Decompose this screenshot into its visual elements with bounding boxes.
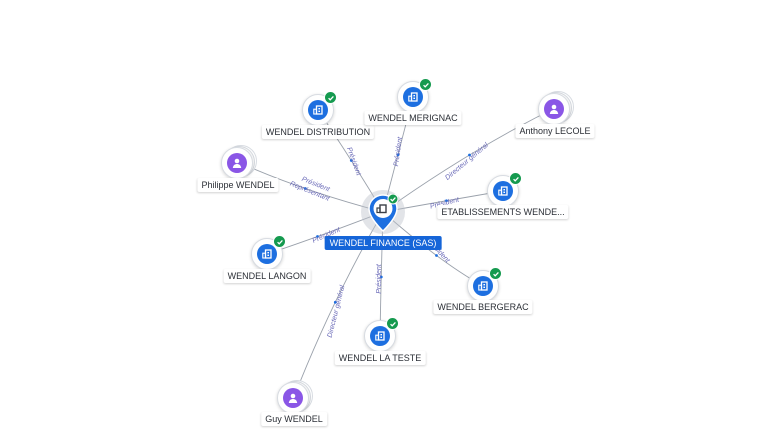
node-label-lecole[interactable]: Anthony LECOLE xyxy=(515,124,595,138)
node-etablissements[interactable] xyxy=(487,172,522,207)
node-halo xyxy=(467,267,502,302)
node-halo xyxy=(302,91,337,126)
company-avatar xyxy=(370,326,390,346)
edge-arrow-lecole xyxy=(468,153,471,157)
node-guy[interactable] xyxy=(277,380,313,414)
edge-arrow-guy xyxy=(333,300,337,304)
company-avatar xyxy=(493,181,513,201)
person-icon xyxy=(232,158,242,168)
node-merignac[interactable] xyxy=(397,78,432,113)
node-distribution[interactable] xyxy=(302,91,337,126)
building-icon xyxy=(376,204,387,214)
check-icon xyxy=(324,91,337,104)
person-stack xyxy=(538,91,574,125)
building-icon xyxy=(498,186,508,196)
node-halo xyxy=(538,93,570,125)
building-icon xyxy=(408,92,418,102)
check-icon xyxy=(273,235,286,248)
person-icon xyxy=(288,393,298,403)
node-halo xyxy=(364,317,399,352)
node-bergerac[interactable] xyxy=(467,267,502,302)
node-label-lateste[interactable]: WENDEL LA TESTE xyxy=(334,351,426,365)
node-label-merignac[interactable]: WENDEL MERIGNAC xyxy=(364,111,462,125)
person-icon xyxy=(549,104,559,114)
check-icon xyxy=(489,267,502,280)
edge-label-guy: Directeur général xyxy=(327,284,347,338)
building-icon xyxy=(478,281,488,291)
company-avatar xyxy=(308,100,328,120)
check-icon xyxy=(387,194,398,205)
location-pin-icon[interactable] xyxy=(368,194,398,232)
company-avatar xyxy=(473,276,493,296)
edge-arrow-philippe xyxy=(303,187,307,190)
node-label-distribution[interactable]: WENDEL DISTRIBUTION xyxy=(261,125,375,139)
node-label-etablissements[interactable]: ETABLISSEMENTS WENDE... xyxy=(437,205,569,219)
company-avatar xyxy=(403,87,423,107)
check-icon xyxy=(419,78,432,91)
node-lateste[interactable] xyxy=(364,317,399,352)
building-icon xyxy=(262,249,272,259)
center-node-label[interactable]: WENDEL FINANCE (SAS) xyxy=(324,236,442,250)
node-label-langon[interactable]: WENDEL LANGON xyxy=(223,269,311,283)
edge-arrow-bergerac xyxy=(435,254,438,257)
edge-arrow-etablissements xyxy=(445,199,448,203)
node-halo xyxy=(487,172,522,207)
node-label-bergerac[interactable]: WENDEL BERGERAC xyxy=(433,300,533,314)
node-langon[interactable] xyxy=(251,235,286,270)
node-halo xyxy=(221,147,253,179)
person-avatar xyxy=(227,153,247,173)
company-avatar xyxy=(257,244,277,264)
edge-label-distribution: Président xyxy=(345,146,362,177)
check-icon xyxy=(509,172,522,185)
edge-arrow-distribution xyxy=(349,159,353,162)
node-halo xyxy=(397,78,432,113)
edge-label-lateste: Président xyxy=(376,263,383,294)
edge-label-lecole: Directeur général xyxy=(444,142,490,182)
node-halo xyxy=(277,382,309,414)
building-icon xyxy=(313,105,323,115)
edge-arrow-merignac xyxy=(396,153,400,157)
node-label-philippe[interactable]: Philippe WENDEL xyxy=(197,178,279,192)
node-philippe[interactable] xyxy=(221,145,257,179)
person-stack xyxy=(221,145,257,179)
edge-label-merignac: Président xyxy=(393,136,404,167)
edges-layer xyxy=(237,96,556,398)
node-label-guy[interactable]: Guy WENDEL xyxy=(261,412,327,426)
person-avatar xyxy=(283,388,303,408)
node-lecole[interactable] xyxy=(538,91,574,125)
person-avatar xyxy=(544,99,564,119)
edge-arrow-langon xyxy=(316,235,319,238)
node-halo xyxy=(251,235,286,270)
person-stack xyxy=(277,380,313,414)
edge-arrow-lateste xyxy=(379,275,383,279)
check-icon xyxy=(386,317,399,330)
building-icon xyxy=(375,331,385,341)
